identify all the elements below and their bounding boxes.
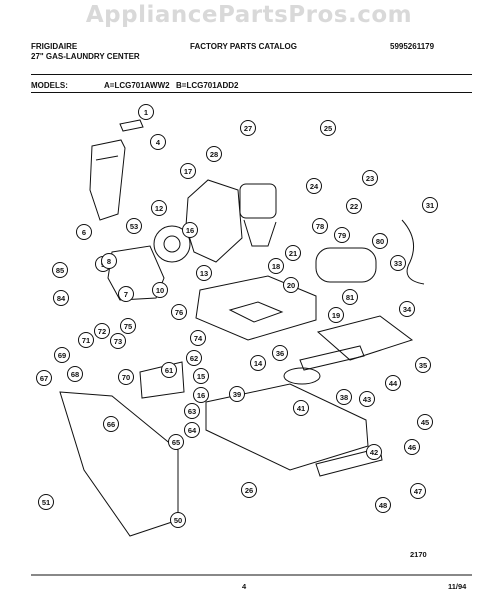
callout-84: 84 bbox=[53, 290, 69, 306]
callout-38: 38 bbox=[336, 389, 352, 405]
callout-46: 46 bbox=[404, 439, 420, 455]
callout-10: 10 bbox=[152, 282, 168, 298]
callout-45: 45 bbox=[417, 414, 433, 430]
part-gasket bbox=[119, 119, 144, 132]
callout-14: 14 bbox=[250, 355, 266, 371]
callout-61: 61 bbox=[161, 362, 177, 378]
callout-12: 12 bbox=[151, 200, 167, 216]
callout-33: 33 bbox=[390, 255, 406, 271]
part-front-housing bbox=[107, 245, 165, 301]
callout-28: 28 bbox=[206, 146, 222, 162]
callout-74: 74 bbox=[190, 330, 206, 346]
callout-6: 6 bbox=[76, 224, 92, 240]
callout-25: 25 bbox=[320, 120, 336, 136]
callout-4: 4 bbox=[150, 134, 166, 150]
header-rule-top bbox=[31, 74, 472, 75]
callout-36: 36 bbox=[272, 345, 288, 361]
part-duct bbox=[89, 139, 126, 221]
callout-16: 16 bbox=[182, 222, 198, 238]
callout-16b: 16 bbox=[193, 387, 209, 403]
callout-31: 31 bbox=[422, 197, 438, 213]
callout-41: 41 bbox=[293, 400, 309, 416]
callout-21: 21 bbox=[285, 245, 301, 261]
callout-81: 81 bbox=[342, 289, 358, 305]
figure-code: 2170 bbox=[410, 550, 427, 559]
part-wire-harness bbox=[401, 219, 425, 285]
callout-62: 62 bbox=[186, 350, 202, 366]
header-rule-bottom bbox=[31, 92, 472, 93]
callout-19: 19 bbox=[328, 307, 344, 323]
callout-34: 34 bbox=[399, 301, 415, 317]
callout-70: 70 bbox=[118, 369, 134, 385]
callout-8: 8 bbox=[101, 253, 117, 269]
model-b: B=LCG701ADD2 bbox=[176, 81, 239, 90]
callout-1: 1 bbox=[138, 104, 154, 120]
part-base-plate bbox=[195, 275, 317, 341]
callout-85: 85 bbox=[52, 262, 68, 278]
callout-73: 73 bbox=[110, 333, 126, 349]
part-number: 5995261179 bbox=[390, 42, 435, 51]
callout-7: 7 bbox=[118, 286, 134, 302]
catalog-title: FACTORY PARTS CATALOG bbox=[190, 42, 297, 51]
callout-79: 79 bbox=[334, 227, 350, 243]
part-motor-mount bbox=[243, 219, 277, 247]
part-burner bbox=[299, 345, 365, 371]
callout-66: 66 bbox=[103, 416, 119, 432]
callout-80: 80 bbox=[372, 233, 388, 249]
part-blower-hub bbox=[163, 235, 181, 253]
callout-69: 69 bbox=[54, 347, 70, 363]
callout-24: 24 bbox=[306, 178, 322, 194]
part-heater-tube bbox=[315, 247, 377, 283]
callout-68: 68 bbox=[67, 366, 83, 382]
callout-22: 22 bbox=[346, 198, 362, 214]
callout-47: 47 bbox=[410, 483, 426, 499]
part-side-panel bbox=[316, 315, 414, 361]
footer-date: 11/94 bbox=[448, 582, 467, 591]
subtitle-label: 27" GAS-LAUNDRY CENTER bbox=[31, 52, 140, 61]
callout-67: 67 bbox=[36, 370, 52, 386]
callout-64: 64 bbox=[184, 422, 200, 438]
callout-23: 23 bbox=[362, 170, 378, 186]
part-frame-rail bbox=[315, 447, 383, 477]
callout-72: 72 bbox=[94, 323, 110, 339]
callout-27: 27 bbox=[240, 120, 256, 136]
model-a: A=LCG701AWW2 bbox=[104, 81, 170, 90]
part-burner-cap bbox=[283, 367, 321, 385]
callout-39: 39 bbox=[229, 386, 245, 402]
callout-53: 53 bbox=[126, 218, 142, 234]
callout-13: 13 bbox=[196, 265, 212, 281]
callout-76: 76 bbox=[171, 304, 187, 320]
part-base-recess bbox=[228, 301, 284, 323]
callout-17: 17 bbox=[180, 163, 196, 179]
callout-18: 18 bbox=[268, 258, 284, 274]
part-duct-line bbox=[95, 155, 119, 161]
callout-42: 42 bbox=[366, 444, 382, 460]
callout-44: 44 bbox=[385, 375, 401, 391]
callout-43: 43 bbox=[359, 391, 375, 407]
models-label: MODELS: bbox=[31, 81, 68, 90]
callout-20: 20 bbox=[283, 277, 299, 293]
part-blower-housing bbox=[185, 179, 243, 263]
callout-71: 71 bbox=[78, 332, 94, 348]
callout-63: 63 bbox=[184, 403, 200, 419]
callout-65: 65 bbox=[168, 434, 184, 450]
callout-26: 26 bbox=[241, 482, 257, 498]
watermark: AppliancePartsPros.com bbox=[85, 2, 413, 28]
page-number: 4 bbox=[242, 582, 247, 591]
callout-75: 75 bbox=[120, 318, 136, 334]
callout-50: 50 bbox=[170, 512, 186, 528]
callout-78: 78 bbox=[312, 218, 328, 234]
part-blower-wheel bbox=[153, 225, 191, 263]
part-motor bbox=[239, 183, 277, 219]
callout-48: 48 bbox=[375, 497, 391, 513]
callout-15: 15 bbox=[193, 368, 209, 384]
callout-51: 51 bbox=[38, 494, 54, 510]
brand-label: FRIGIDAIRE bbox=[31, 42, 78, 51]
callout-35: 35 bbox=[415, 357, 431, 373]
part-front-panel bbox=[59, 391, 179, 537]
